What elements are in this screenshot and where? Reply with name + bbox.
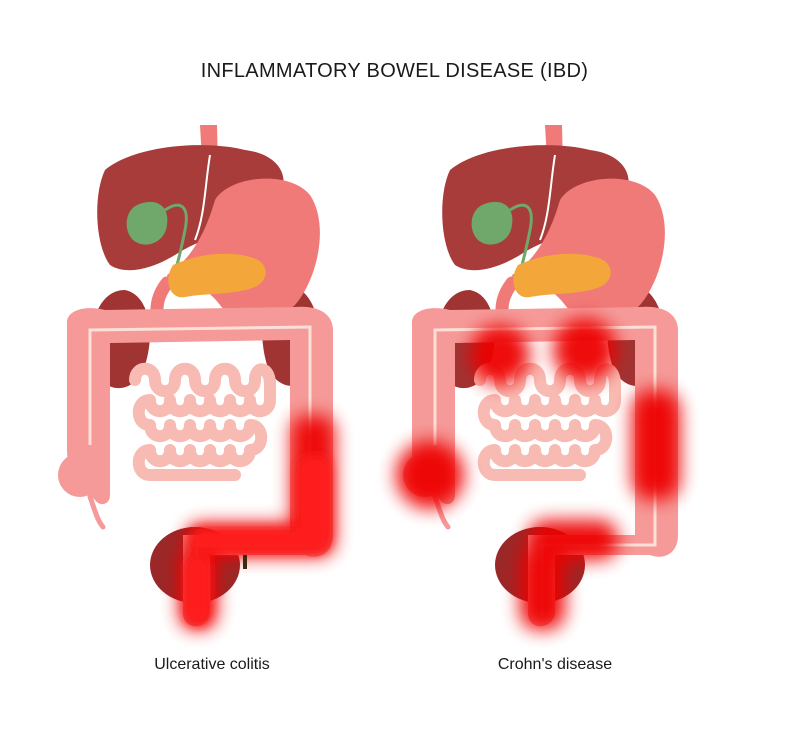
appendix bbox=[87, 494, 106, 530]
ulcerative-colitis-illustration bbox=[55, 115, 355, 645]
inflammation-core bbox=[185, 455, 331, 625]
liver-divider bbox=[539, 154, 556, 241]
small-intestine bbox=[129, 362, 276, 481]
gallbladder bbox=[126, 201, 168, 245]
inflammation-patches bbox=[396, 318, 680, 630]
digestive-system-diagram-left bbox=[58, 125, 335, 630]
caption-ulcerative-colitis: Ulcerative colitis bbox=[154, 656, 270, 673]
inflammation-patch-transverse-2 bbox=[553, 318, 617, 382]
page-title: INFLAMMATORY BOWEL DISEASE (IBD) bbox=[200, 60, 589, 82]
colon-marker bbox=[243, 555, 247, 569]
gallbladder bbox=[471, 201, 513, 245]
crohns-disease-illustration bbox=[396, 115, 700, 645]
pancreas bbox=[168, 253, 266, 298]
pancreas bbox=[513, 253, 611, 298]
digestive-system-diagram-right bbox=[396, 125, 680, 630]
inflammation-patch-rectum bbox=[520, 545, 565, 630]
inflammation-patch-transverse-1 bbox=[470, 325, 530, 385]
inflammation-patch-cecum bbox=[396, 441, 464, 509]
liver-divider bbox=[194, 154, 211, 241]
inflammation-patch-descending bbox=[632, 390, 680, 500]
caption-crohns-disease: Crohn's disease bbox=[497, 656, 613, 673]
